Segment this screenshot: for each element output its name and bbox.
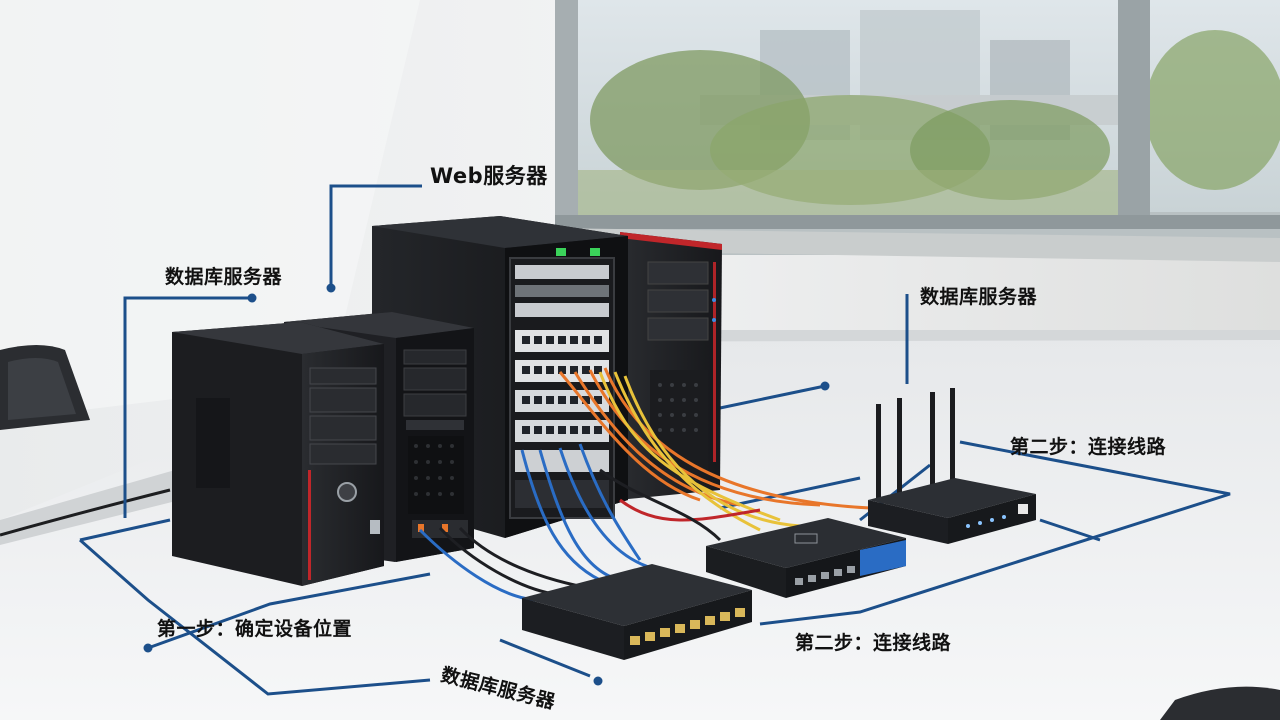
label-db-server-left: 数据库服务器 — [165, 266, 283, 288]
label-step2-upper: 第二步：连接线路 — [1010, 436, 1167, 458]
label-web-server: Web服务器 — [430, 164, 548, 188]
wireless-router — [868, 388, 1036, 544]
callout-lines — [79, 184, 1231, 696]
label-db-server-right: 数据库服务器 — [920, 286, 1038, 308]
office-chair — [0, 345, 90, 430]
network-switch-middle — [706, 518, 906, 598]
network-switch-front — [522, 564, 752, 660]
label-step1: 第一步：确定设备位置 — [157, 618, 353, 640]
window — [520, 0, 1280, 262]
network-cables — [418, 367, 871, 602]
tower-server-left — [172, 322, 384, 586]
label-step2-lower: 第二步：连接线路 — [795, 632, 952, 654]
